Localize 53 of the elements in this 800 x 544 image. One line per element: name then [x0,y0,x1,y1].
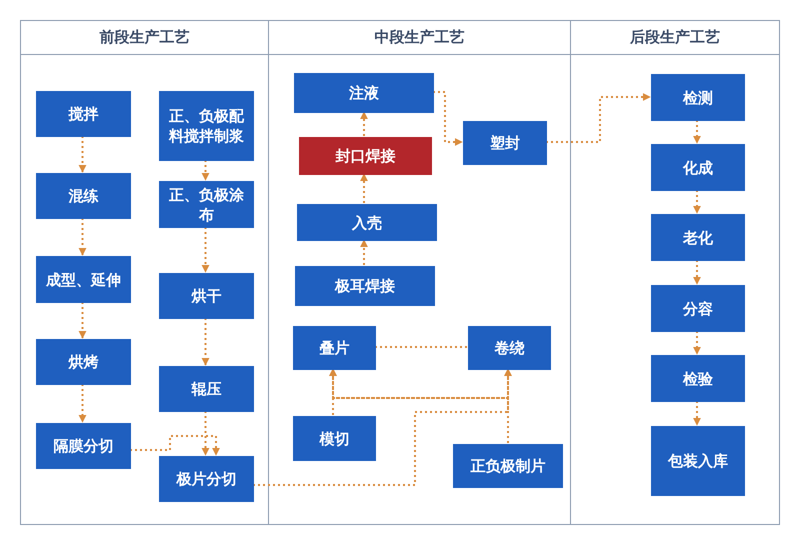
process-box: 叠片 [293,326,376,370]
arrow [78,384,86,423]
stage-panel [20,20,269,525]
arrow [78,136,86,173]
process-box: 老化 [651,214,745,261]
arrow [360,111,368,136]
header-cell: 前段生产工艺 [21,21,268,55]
arrow [202,227,210,273]
process-box: 极片分切 [159,456,254,502]
arrow [78,302,86,339]
process-box: 烘烤 [36,339,131,385]
process-box: 极耳焊接 [295,266,435,306]
arrow [360,173,368,203]
arrow [360,239,368,265]
process-box: 正负极制片 [453,444,563,488]
connector-line [375,346,467,348]
process-box: 入壳 [297,204,437,241]
process-box: 搅拌 [36,91,131,137]
process-box: 模切 [293,416,376,461]
process-box: 成型、延伸 [36,256,131,303]
process-box: 正、负极配料搅拌制浆 [159,91,254,161]
arrow [693,190,701,214]
stage-panel [268,20,571,525]
arrow [78,218,86,256]
arrow [433,91,463,146]
arrow [202,318,210,366]
process-box: 隔膜分切 [36,423,131,469]
arrow [546,93,651,143]
process-box: 化成 [651,144,745,191]
process-box: 烘干 [159,273,254,319]
process-box: 检测 [651,74,745,121]
process-box: 分容 [651,285,745,332]
process-box: 注液 [294,73,434,113]
process-box: 封口焊接 [299,137,432,175]
arrow [693,120,701,144]
header-cell: 后段生产工艺 [571,21,779,55]
arrow [202,160,210,181]
process-box: 卷绕 [468,326,551,370]
process-box: 检验 [651,355,745,402]
arrow [693,331,701,355]
arrow [693,260,701,285]
process-box: 辊压 [159,366,254,412]
stage-panel [570,20,780,525]
arrow [130,435,220,456]
header-cell: 中段生产工艺 [269,21,570,55]
process-box: 正、负极涂布 [159,181,254,228]
arrow [329,368,337,415]
process-box: 混练 [36,173,131,219]
arrow [504,368,512,443]
process-box: 包装入库 [651,426,745,496]
arrow [202,411,210,456]
arrow [693,401,701,426]
process-box: 塑封 [463,121,547,165]
